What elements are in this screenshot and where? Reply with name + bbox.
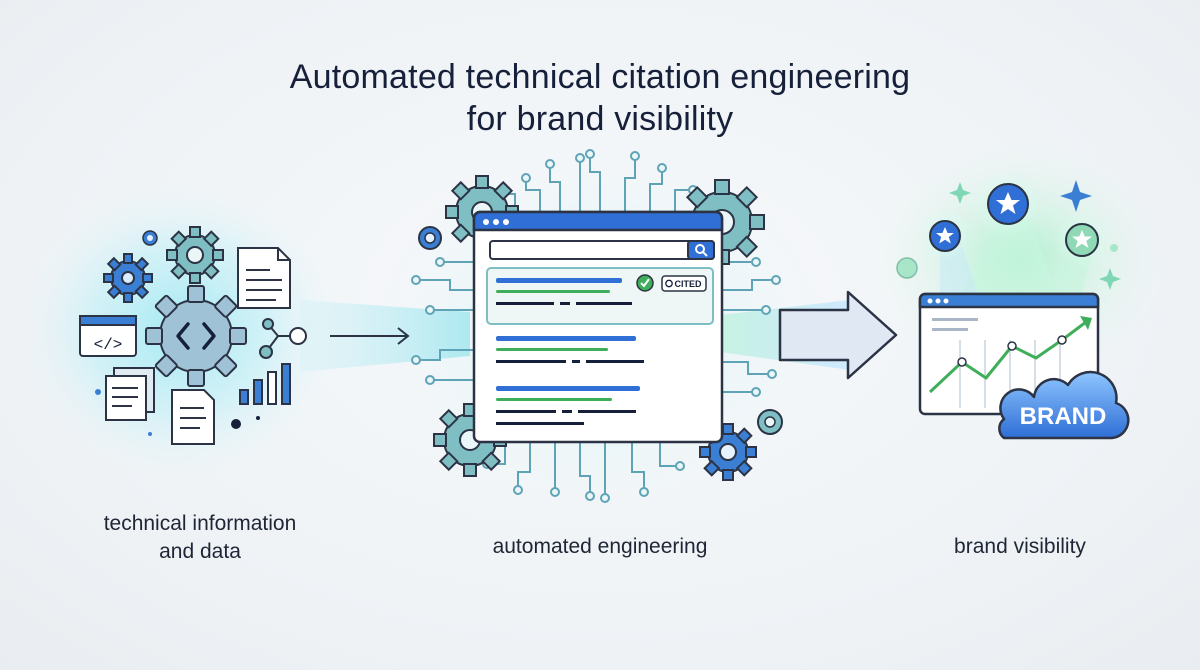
document-icon — [237, 247, 291, 309]
caption-line-1: technical information — [103, 512, 297, 535]
network-icon — [259, 318, 307, 359]
caption-technical-data: technical information and data — [60, 510, 340, 566]
caption-automated-engineering: automated engineering — [492, 535, 708, 558]
gear-icon-small-left — [418, 226, 442, 250]
bubble — [1110, 244, 1118, 252]
window-dot — [493, 219, 499, 225]
sparkle-icon — [1099, 268, 1121, 290]
cited-result-card[interactable]: CITED — [486, 267, 714, 325]
search-browser-window: CITED — [472, 210, 724, 444]
brand-visibility-cluster: BRAND — [896, 170, 1130, 440]
title-line-2: for brand visibility — [466, 100, 734, 138]
caption-line-2: and data — [159, 540, 241, 563]
trend-line — [928, 316, 1092, 394]
window-dot — [503, 219, 509, 225]
circuit-traces — [411, 149, 781, 503]
star-icon — [929, 220, 961, 252]
gear-icon — [145, 285, 247, 387]
star-icon — [1065, 223, 1099, 257]
gear-icon-top — [166, 226, 224, 284]
code-window-icon: </> — [79, 315, 137, 357]
search-bar[interactable] — [489, 240, 715, 260]
star-icon — [987, 183, 1029, 225]
dot — [148, 432, 152, 436]
window-dot — [927, 298, 933, 304]
sparkle-icon — [949, 182, 971, 204]
checkmark-icon — [636, 274, 654, 292]
bar-chart-icon — [239, 363, 291, 405]
cited-badge-label: CITED — [675, 279, 703, 289]
code-brackets-icon — [176, 322, 216, 350]
sparkle-icon — [1060, 180, 1092, 212]
bubble — [896, 257, 918, 279]
document-stack-icon — [105, 367, 155, 421]
page-title: Automated technical citation engineering… — [0, 56, 1200, 140]
window-dot — [935, 298, 941, 304]
dot — [95, 389, 101, 395]
title-line-1: Automated technical citation engineering — [289, 58, 911, 96]
search-result-3[interactable] — [496, 386, 640, 425]
technical-data-cluster: </> — [79, 226, 307, 445]
search-icon — [695, 244, 708, 257]
cite-icon — [665, 279, 673, 288]
svg-text:</>: </> — [94, 336, 123, 354]
big-arrow-icon — [778, 290, 898, 380]
window-dot — [483, 219, 489, 225]
cloud-icon: BRAND — [998, 370, 1130, 440]
dot — [256, 416, 260, 420]
gear-icon-blue — [103, 253, 153, 303]
window-dot — [943, 298, 949, 304]
gear-icon-bottom-right — [699, 423, 757, 481]
dot — [231, 419, 241, 429]
brand-label: BRAND — [1020, 403, 1107, 430]
search-result-2[interactable] — [496, 336, 644, 363]
document-icon-bottom — [171, 389, 215, 445]
cited-badge — [661, 275, 707, 292]
gear-icon-small — [142, 230, 158, 246]
small-arrow-icon — [330, 327, 410, 345]
gear-icon-tiny-right — [757, 409, 783, 435]
caption-brand-visibility: brand visibility — [954, 535, 1086, 558]
